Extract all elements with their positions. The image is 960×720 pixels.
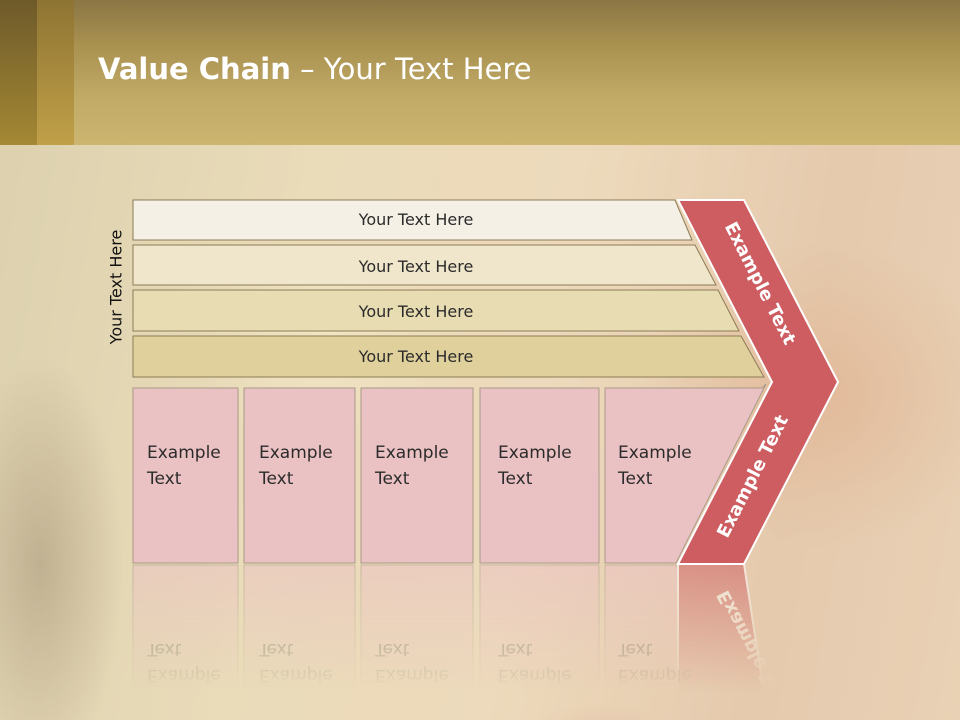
box-5: Example Text [604,383,767,564]
box-5-shape [604,383,767,564]
bar-2-label: Your Text Here [358,257,474,276]
bar-3-shape [132,289,740,332]
bar-3-label: Your Text Here [358,302,474,321]
bar-1: Your Text Here [132,199,693,241]
bar-1-shape [132,199,693,241]
box-3-reflection [360,564,474,720]
box-2-line1: Example [259,443,333,463]
bar-4-shape [132,335,765,378]
bar-4-label: Your Text Here [358,347,474,366]
diagram-reflection: Example Text Example Text Example Text E… [132,563,793,720]
box-2-shape [243,387,356,564]
box-4-reflection [479,564,600,720]
box-2-line2: Text [258,469,294,489]
bar-4: Your Text Here [132,335,765,378]
bar-1-label: Your Text Here [358,210,474,229]
box-3: Example Text [360,387,474,564]
box-3-line2-reflection: Text [374,639,410,659]
bar-2: Your Text Here [132,244,717,286]
title-stripe-light [37,0,74,145]
box-3-line1-reflection: Example [375,665,449,685]
box-4: Example Text [479,387,600,564]
box-3-shape [360,387,474,564]
title-bold: Value Chain [98,52,291,86]
box-1-reflection [132,564,239,720]
box-2-reflection [243,564,356,720]
box-5-line2: Text [617,469,653,489]
box-4-shape [479,387,600,564]
title-stripe-dark [0,0,37,145]
bars-group: Your Text Here Your Text Here Your Text … [132,199,765,378]
box-1: Example Text [132,387,239,564]
box-4-line1: Example [498,443,572,463]
box-1-line2-reflection: Text [146,639,182,659]
chevron-reflection [677,563,770,720]
box-2-line2-reflection: Text [258,639,294,659]
title-rest: – Your Text Here [290,52,532,86]
box-4-line2-reflection: Text [497,639,533,659]
box-3-line2: Text [374,469,410,489]
box-1-shape [132,387,239,564]
boxes-group: Example Text Example Text Example Text E… [132,383,767,564]
bar-2-shape [132,244,717,286]
box-4-line2: Text [497,469,533,489]
box-5-line1-reflection: Example [618,665,692,685]
box-1-line2: Text [146,469,182,489]
slide-title: Value Chain – Your Text Here [98,52,532,86]
box-3-line1: Example [375,443,449,463]
box-1-line1-reflection: Example [147,665,221,685]
box-2-line1-reflection: Example [259,665,333,685]
box-5-line2-reflection: Text [617,639,653,659]
box-5-line1: Example [618,443,692,463]
bar-3: Your Text Here [132,289,740,332]
box-4-line1-reflection: Example [498,665,572,685]
box-2: Example Text [243,387,356,564]
box-1-line1: Example [147,443,221,463]
title-bar: Value Chain – Your Text Here [0,0,960,145]
